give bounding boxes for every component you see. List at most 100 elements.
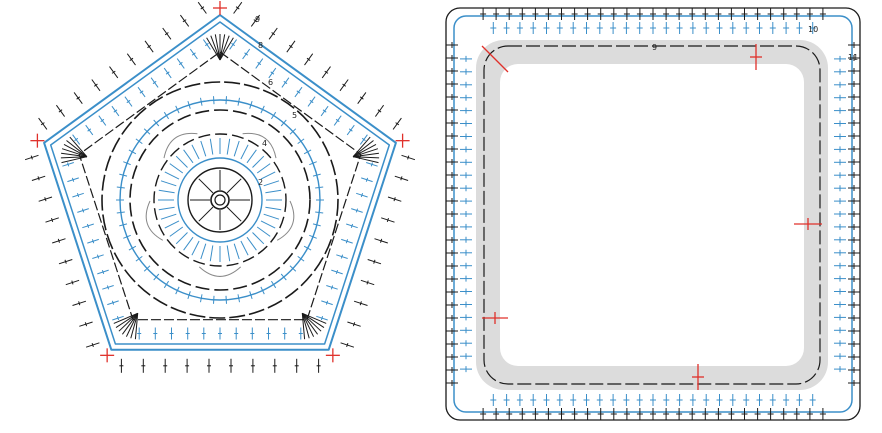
blue-fan-stitch xyxy=(183,236,194,251)
chain-loop xyxy=(198,266,242,277)
blue-tick xyxy=(309,234,317,239)
chain-loop xyxy=(163,132,198,159)
blue-fan-stitch xyxy=(240,240,249,256)
fan-stitch xyxy=(121,313,139,335)
round-number-label: 6 xyxy=(268,78,273,87)
stitch-crossbar xyxy=(94,83,98,87)
fan-stitch xyxy=(61,152,87,158)
square-outer-stitches xyxy=(446,8,860,420)
blue-fan-stitch xyxy=(260,171,276,180)
fan-stitch xyxy=(301,313,319,335)
fan-stitch xyxy=(63,143,88,158)
blue-fan-stitch xyxy=(158,206,175,211)
fan-stitch xyxy=(301,313,310,339)
blue-tick xyxy=(260,105,265,114)
stitch-crossbar xyxy=(74,137,79,142)
blue-fan-stitch xyxy=(200,243,207,260)
blue-fan-stitch xyxy=(263,213,280,220)
blue-tick xyxy=(237,97,240,106)
blue-tick xyxy=(128,245,137,251)
stitch-crossbar xyxy=(359,96,364,100)
blue-tick xyxy=(225,295,227,304)
round-start-marker xyxy=(750,44,762,70)
stitch-crossbar xyxy=(350,223,354,228)
blue-tick xyxy=(123,161,131,166)
stitch-crossbar xyxy=(106,285,110,290)
stitch-crossbar xyxy=(407,155,410,160)
stitch-crossbar xyxy=(400,176,403,181)
stitch-crossbar xyxy=(253,19,258,23)
stitch-crossbar xyxy=(296,90,301,94)
fan-stitch xyxy=(352,140,374,158)
outline-row-blue-inner xyxy=(49,21,391,345)
stitch-crossbar xyxy=(44,197,47,202)
corner-fan xyxy=(301,312,327,340)
stitch-crossbar xyxy=(100,118,105,123)
outline-row-blue-outer xyxy=(43,14,397,351)
blue-fan-stitch xyxy=(183,149,194,164)
corner-join-marker xyxy=(481,45,509,73)
stitch-crossbar xyxy=(116,316,120,321)
stitch-crossbar xyxy=(84,322,88,327)
stitch-crossbar xyxy=(325,300,329,305)
stitch-crossbar xyxy=(76,193,80,198)
stitch-crossbar xyxy=(231,42,235,47)
blue-fan-stitch xyxy=(240,144,249,160)
blue-tick xyxy=(163,280,170,289)
stitch-crossbar xyxy=(129,57,134,61)
blue-tick xyxy=(135,255,143,262)
blue-fan-stitch xyxy=(160,213,177,220)
blue-fan-stitch xyxy=(175,232,188,245)
stitch-crossbar xyxy=(283,80,288,85)
blue-fan-stitch xyxy=(191,144,200,160)
fan-stitch xyxy=(301,312,322,332)
round-start-marker xyxy=(794,218,822,230)
stitch-crossbar xyxy=(393,197,396,202)
stitch-crossbar xyxy=(360,193,364,198)
stitch-crossbar xyxy=(40,122,45,126)
blue-fan-stitch xyxy=(226,245,231,262)
stitch-crossbar xyxy=(113,109,118,113)
stitch-crossbar xyxy=(235,6,240,10)
blue-tick xyxy=(260,286,265,295)
round-ring-1 xyxy=(187,167,253,233)
blue-fan-stitch xyxy=(233,243,240,260)
stitch-crossbar xyxy=(324,70,329,74)
stitch-crossbar xyxy=(370,162,373,167)
stitch-crossbar xyxy=(377,109,382,113)
blue-fan-stitch xyxy=(164,220,180,229)
outer-round-stitches xyxy=(24,1,416,373)
blue-fan-stitch xyxy=(169,163,184,174)
blue-tick xyxy=(249,291,253,300)
stitch-crossbar xyxy=(345,239,349,244)
blue-tick xyxy=(119,223,128,227)
round-number-label: 4 xyxy=(262,139,267,148)
fan-stitch xyxy=(60,156,87,159)
fan-stitch xyxy=(353,156,380,159)
blue-tick xyxy=(213,295,215,304)
stitch-crossbar xyxy=(320,316,324,321)
fan-stitch xyxy=(210,35,221,61)
blue-fan-stitch xyxy=(158,189,175,194)
stitch-crossbar xyxy=(178,61,183,66)
spoke-stitch xyxy=(198,206,214,222)
stitch-crossbar xyxy=(359,301,362,306)
round-ring-7 xyxy=(101,81,339,319)
stitch-crossbar xyxy=(270,71,275,75)
stitch-crossbar xyxy=(101,269,105,275)
stitch-crossbar xyxy=(309,99,314,104)
blue-tick xyxy=(187,291,191,300)
square-blue-stitches xyxy=(460,22,846,406)
blue-tick xyxy=(270,280,277,289)
stitch-crossbar xyxy=(91,342,94,348)
stitch-crossbar xyxy=(366,280,369,285)
blue-fan-stitch xyxy=(169,226,184,237)
fan-stitch xyxy=(130,313,139,339)
stitch-crossbar xyxy=(306,57,311,61)
blue-tick xyxy=(187,100,191,109)
blue-tick xyxy=(315,211,324,214)
fan-stitch xyxy=(66,140,88,158)
blue-fan-stitch xyxy=(246,149,257,164)
corner-marker xyxy=(325,348,340,363)
